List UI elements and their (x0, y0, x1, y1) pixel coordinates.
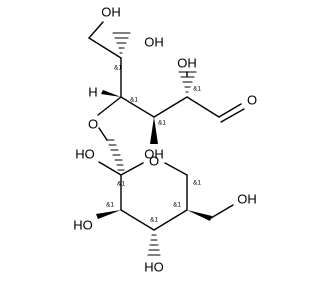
atom-labels: OH OH OH O OH H O O HO HO HO OH (73, 5, 257, 275)
stereo-label-c4: &1 (130, 97, 138, 104)
label-oh-middle: OH (144, 147, 164, 162)
stereo-label-c2r: &1 (106, 202, 114, 209)
bonds (88, 21, 245, 256)
label-glycosidic-o: O (88, 117, 98, 132)
bond-c4-c3 (120, 96, 155, 118)
stereo-label-c4r: &1 (173, 202, 181, 209)
bond-glyco-o-stem (98, 127, 108, 141)
stereo-label-c5: &1 (114, 65, 122, 72)
hash-bond-c3r-oh (147, 234, 161, 256)
label-h: H (88, 85, 97, 100)
label-oh-ring-right: OH (237, 192, 257, 207)
molecule-structure: OH OH OH O OH H O O HO HO HO OH &1 &1 &1… (73, 5, 257, 275)
stereo-label-c2: &1 (193, 86, 201, 93)
wedge-c4-h (101, 90, 121, 97)
stereo-label-c3: &1 (158, 120, 166, 127)
bond-c1-o-a (218, 103, 242, 118)
bond-c3r-c2r (120, 209, 155, 231)
label-oh-top: OH (101, 5, 121, 20)
label-ho-ring-left: HO (75, 147, 95, 162)
wedge-c5r-ch2 (187, 210, 212, 221)
bond-c2r-oh (98, 161, 122, 176)
bond-ch2-c6 (88, 37, 122, 59)
hash-bond-anomeric-o (106, 139, 125, 171)
hash-bond-c5-oh (112, 32, 131, 54)
wedge-c2r-oh (96, 210, 121, 219)
bond-ch2-oh-ring (210, 204, 234, 219)
stereo-label-c3r: &1 (150, 217, 158, 224)
label-ho-ring-bottom: HO (144, 260, 164, 275)
stereo-label-anomeric: &1 (117, 181, 125, 188)
bond-anomeric-ring-o (120, 162, 144, 176)
stereo-labels: &1 &1 &1 &1 &1 &1 &1 &1 &1 (106, 65, 201, 224)
wedge-c3-oh (150, 117, 158, 144)
label-oh-upper-mid: OH (144, 35, 164, 50)
bond-c4-o (97, 96, 122, 116)
bond-c1-o-b (220, 108, 245, 123)
bond-c2-c1 (186, 96, 220, 118)
label-aldehyde-o: O (247, 93, 257, 108)
bond-ring-o-c5r (164, 162, 188, 176)
bond-c3-c2 (153, 96, 188, 118)
bond-c4r-c3r (153, 209, 188, 231)
stereo-label-c5r: &1 (193, 180, 201, 187)
label-ho-ring-lower-left: HO (73, 218, 93, 233)
label-ring-o: O (149, 154, 159, 169)
label-oh-upper-right: OH (177, 56, 197, 71)
bond-oh-ch2 (88, 21, 104, 39)
